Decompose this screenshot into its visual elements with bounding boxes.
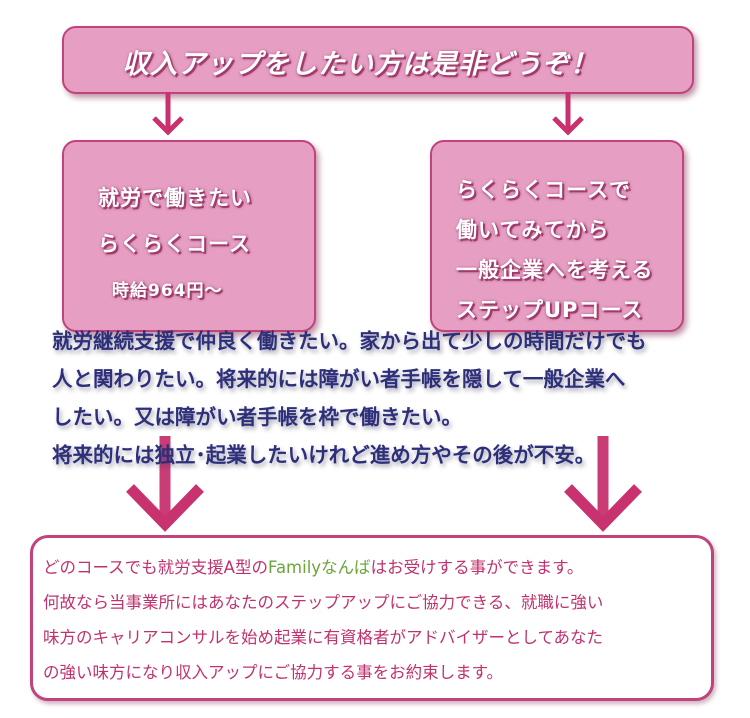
right-down-arrow-icon (552, 92, 584, 136)
description-line: したい。又は障がい者手帳を枠で働きたい。 (52, 405, 462, 429)
description-text: 就労継続支援で仲良く働きたい。家から出て少しの時間だけでも 人と関わりたい。将来… (52, 322, 712, 474)
description-line: 就労継続支援で仲良く働きたい。家から出て少しの時間だけでも (52, 329, 647, 353)
left-big-arrow-icon (126, 436, 204, 532)
promise-message-text: どのコースでも就労支援A型のFamilyなんばはお受けする事ができます。 何故な… (43, 550, 703, 690)
top-banner: 収入アップをしたい方は是非どうぞ！ (62, 26, 694, 94)
description-line: 将来的には独立･起業したいけれど進め方やその後が不安。 (52, 443, 596, 467)
easy-course-line2: らくらくコース (98, 232, 251, 256)
top-banner-text: 収入アップをしたい方は是非どうぞ！ (122, 49, 598, 80)
step-up-course-line1: らくらくコースで (456, 178, 631, 202)
right-big-arrow-icon (564, 436, 642, 532)
left-down-arrow-icon (152, 92, 184, 136)
promise-line1-before: どのコースでも就労支援A型の (43, 558, 268, 577)
step-up-course-line4: ステップUPコース (456, 298, 644, 322)
step-up-course-line2: 働いてみてから (456, 218, 610, 242)
easy-course-wage: 時給964円～ (112, 281, 223, 301)
description-line: 人と関わりたい。将来的には障がい者手帳を隠して一般企業へ (52, 367, 626, 391)
promise-line: どのコースでも就労支援A型のFamilyなんばはお受けする事ができます。 (43, 550, 703, 585)
promise-line: の強い味方になり収入アップにご協力する事をお約束します。 (43, 663, 504, 682)
step-up-course-box: らくらくコースで 働いてみてから 一般企業へを考える ステップUPコース (430, 140, 684, 332)
promise-line: 味方のキャリアコンサルを始め起業に有資格者がアドバイザーとしてあなた (43, 628, 604, 647)
easy-course-box: 就労で働きたい らくらくコース 時給964円～ (62, 140, 316, 332)
easy-course-line1: 就労で働きたい (98, 186, 252, 210)
family-namba-name: Familyなんば (267, 558, 371, 577)
promise-line1-after: はお受けする事ができます。 (370, 558, 584, 577)
step-up-course-line3: 一般企業へを考える (456, 258, 654, 282)
promise-message-box: どのコースでも就労支援A型のFamilyなんばはお受けする事ができます。 何故な… (30, 535, 714, 701)
promise-line: 何故なら当事業所にはあなたのステップアップにご協力できる、就職に強い (43, 593, 604, 612)
